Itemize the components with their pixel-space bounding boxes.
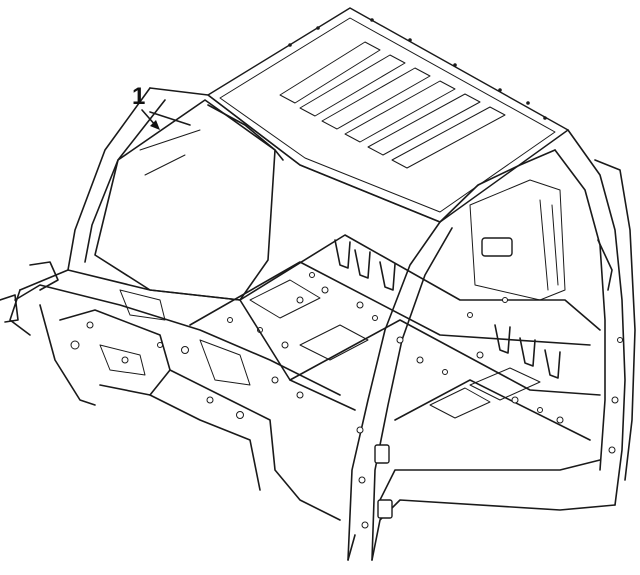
callout-arrowhead — [150, 120, 160, 130]
callout-label: 1 — [132, 83, 145, 110]
callout-1: 1 — [132, 83, 160, 130]
rear-cab-wall — [439, 129, 626, 506]
front-cowl — [0, 261, 356, 521]
windshield-frame — [67, 87, 453, 561]
floor-pan — [189, 234, 601, 441]
door-opening — [347, 159, 636, 561]
roof-panel — [207, 7, 569, 223]
